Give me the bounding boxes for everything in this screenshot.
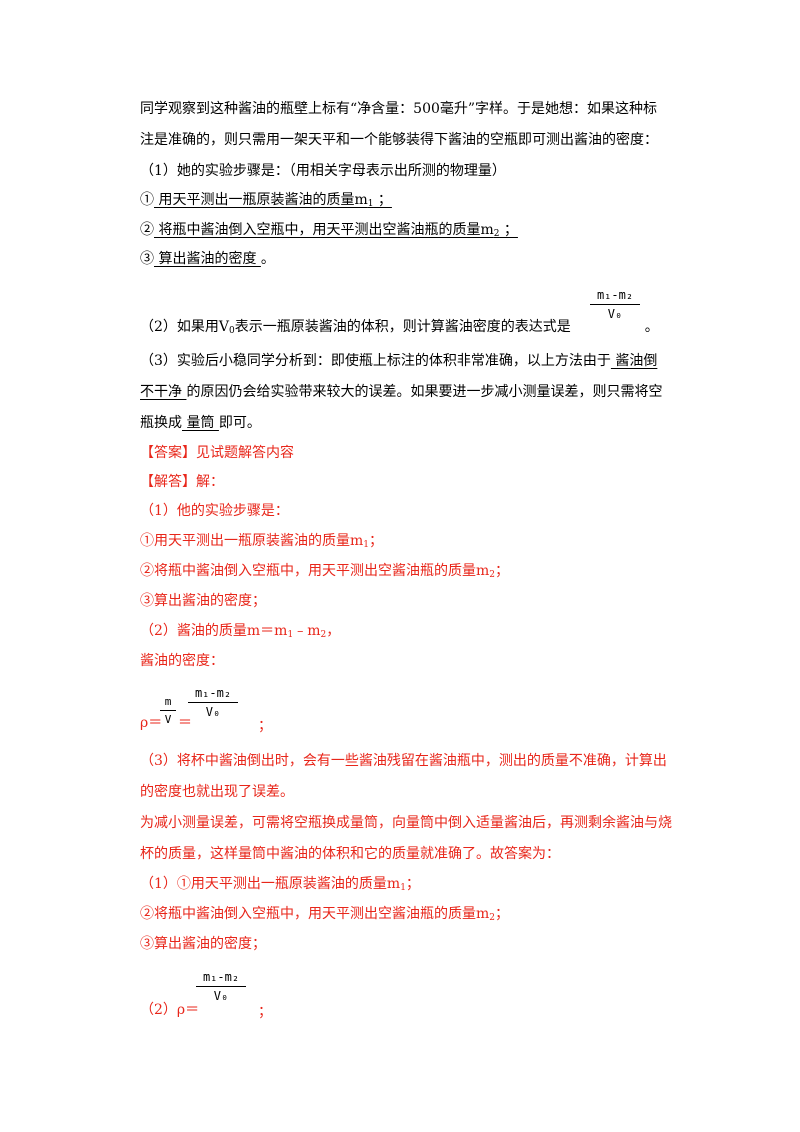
step-3: ③ 算出酱油的密度 。 (140, 251, 275, 267)
rho-fraction-num: m₁-m₂ (194, 686, 232, 700)
solution-s3-line-2: 的密度也就出现了误差。 (140, 784, 294, 800)
rho-end: ； (258, 718, 272, 734)
solution-s1-1: ①用天平测出一瓶原装酱油的质量m1； (140, 533, 384, 550)
answer-tag: 【答案】 (140, 445, 196, 461)
fraction-numerator: m₁-m₂ (596, 288, 634, 302)
step-1: ① 用天平测出一瓶原装酱油的质量m1 ； (140, 192, 392, 209)
solution-tag: 【解答】 (140, 474, 196, 490)
rho-prefix: ρ＝ (140, 715, 163, 731)
solution-s2: （2）酱油的质量m＝m1﹣m2， (140, 623, 341, 640)
solution-s3-line-1: （3）将杯中酱油倒出时，会有一些酱油残留在酱油瓶中，测出的质量不准确，计算出 (140, 753, 667, 769)
final-fraction-num: m₁-m₂ (202, 970, 240, 984)
rho-m: m (164, 695, 172, 708)
solution-s3-line-4: 杯的质量，这样量筒中酱油的体积和它的质量就准确了。故答案为： (140, 846, 560, 862)
final-4-end: ； (258, 1004, 272, 1020)
fraction-denominator: V₀ (607, 307, 623, 321)
solution-s2-density: 酱油的密度： (140, 653, 224, 669)
solution-s1-3: ③算出酱油的密度； (140, 593, 266, 609)
rho-equals: ＝ (178, 715, 192, 731)
question-line-1: 同学观察到这种酱油的瓶壁上标有“净含量：500毫升”字样。于是她想：如果这种标 (140, 101, 658, 117)
density-fraction: m₁-m₂ V₀ (590, 288, 640, 321)
rho-v: V (164, 713, 172, 726)
part1-intro: （1）她的实验步骤是：（用相关字母表示出所测的物理量） (140, 163, 506, 179)
final-2: ②将瓶中酱油倒入空瓶中，用天平测出空酱油瓶的质量m2； (140, 906, 510, 923)
final-fraction: m₁-m₂ V₀ (196, 970, 246, 1003)
solution-s1-2: ②将瓶中酱油倒入空瓶中，用天平测出空酱油瓶的质量m2； (140, 563, 510, 580)
part3-line-2: 不干净 的原因仍会给实验带来较大的误差。如果要进一步减小测量误差，则只需将空 (140, 384, 663, 400)
rho-fraction-den: V₀ (205, 705, 221, 719)
part2-line: （2）如果用V0表示一瓶原装酱油的体积，则计算酱油密度的表达式是。 (140, 319, 659, 336)
rho-fraction: m₁-m₂ V₀ (188, 686, 238, 719)
part3-line-3: 瓶换成 量筒 即可。 (140, 415, 261, 431)
solution-intro: 【解答】解： (140, 474, 224, 490)
answer-line: 【答案】见试题解答内容 (140, 445, 294, 461)
step-2: ② 将瓶中酱油倒入空瓶中，用天平测出空酱油瓶的质量m2 ； (140, 222, 518, 239)
final-3: ③算出酱油的密度； (140, 936, 266, 952)
solution-s1: （1）他的实验步骤是： (140, 503, 289, 519)
rho-m-over-v: m V (160, 695, 176, 726)
final-4: （2）ρ＝ (140, 1002, 200, 1018)
question-line-2: 注是准确的，则只需用一架天平和一个能够装得下酱油的空瓶即可测出酱油的密度： (140, 132, 658, 148)
part3-line-1: （3）实验后小稳同学分析到：即使瓶上标注的体积非常准确，以上方法由于 酱油倒 (140, 353, 658, 369)
solution-s3-line-3: 为减小测量误差，可需将空瓶换成量筒，向量筒中倒入适量酱油后，再测剩余酱油与烧 (140, 815, 672, 831)
final-1: （1）①用天平测出一瓶原装酱油的质量m1； (140, 876, 420, 893)
final-fraction-den: V₀ (213, 989, 229, 1003)
